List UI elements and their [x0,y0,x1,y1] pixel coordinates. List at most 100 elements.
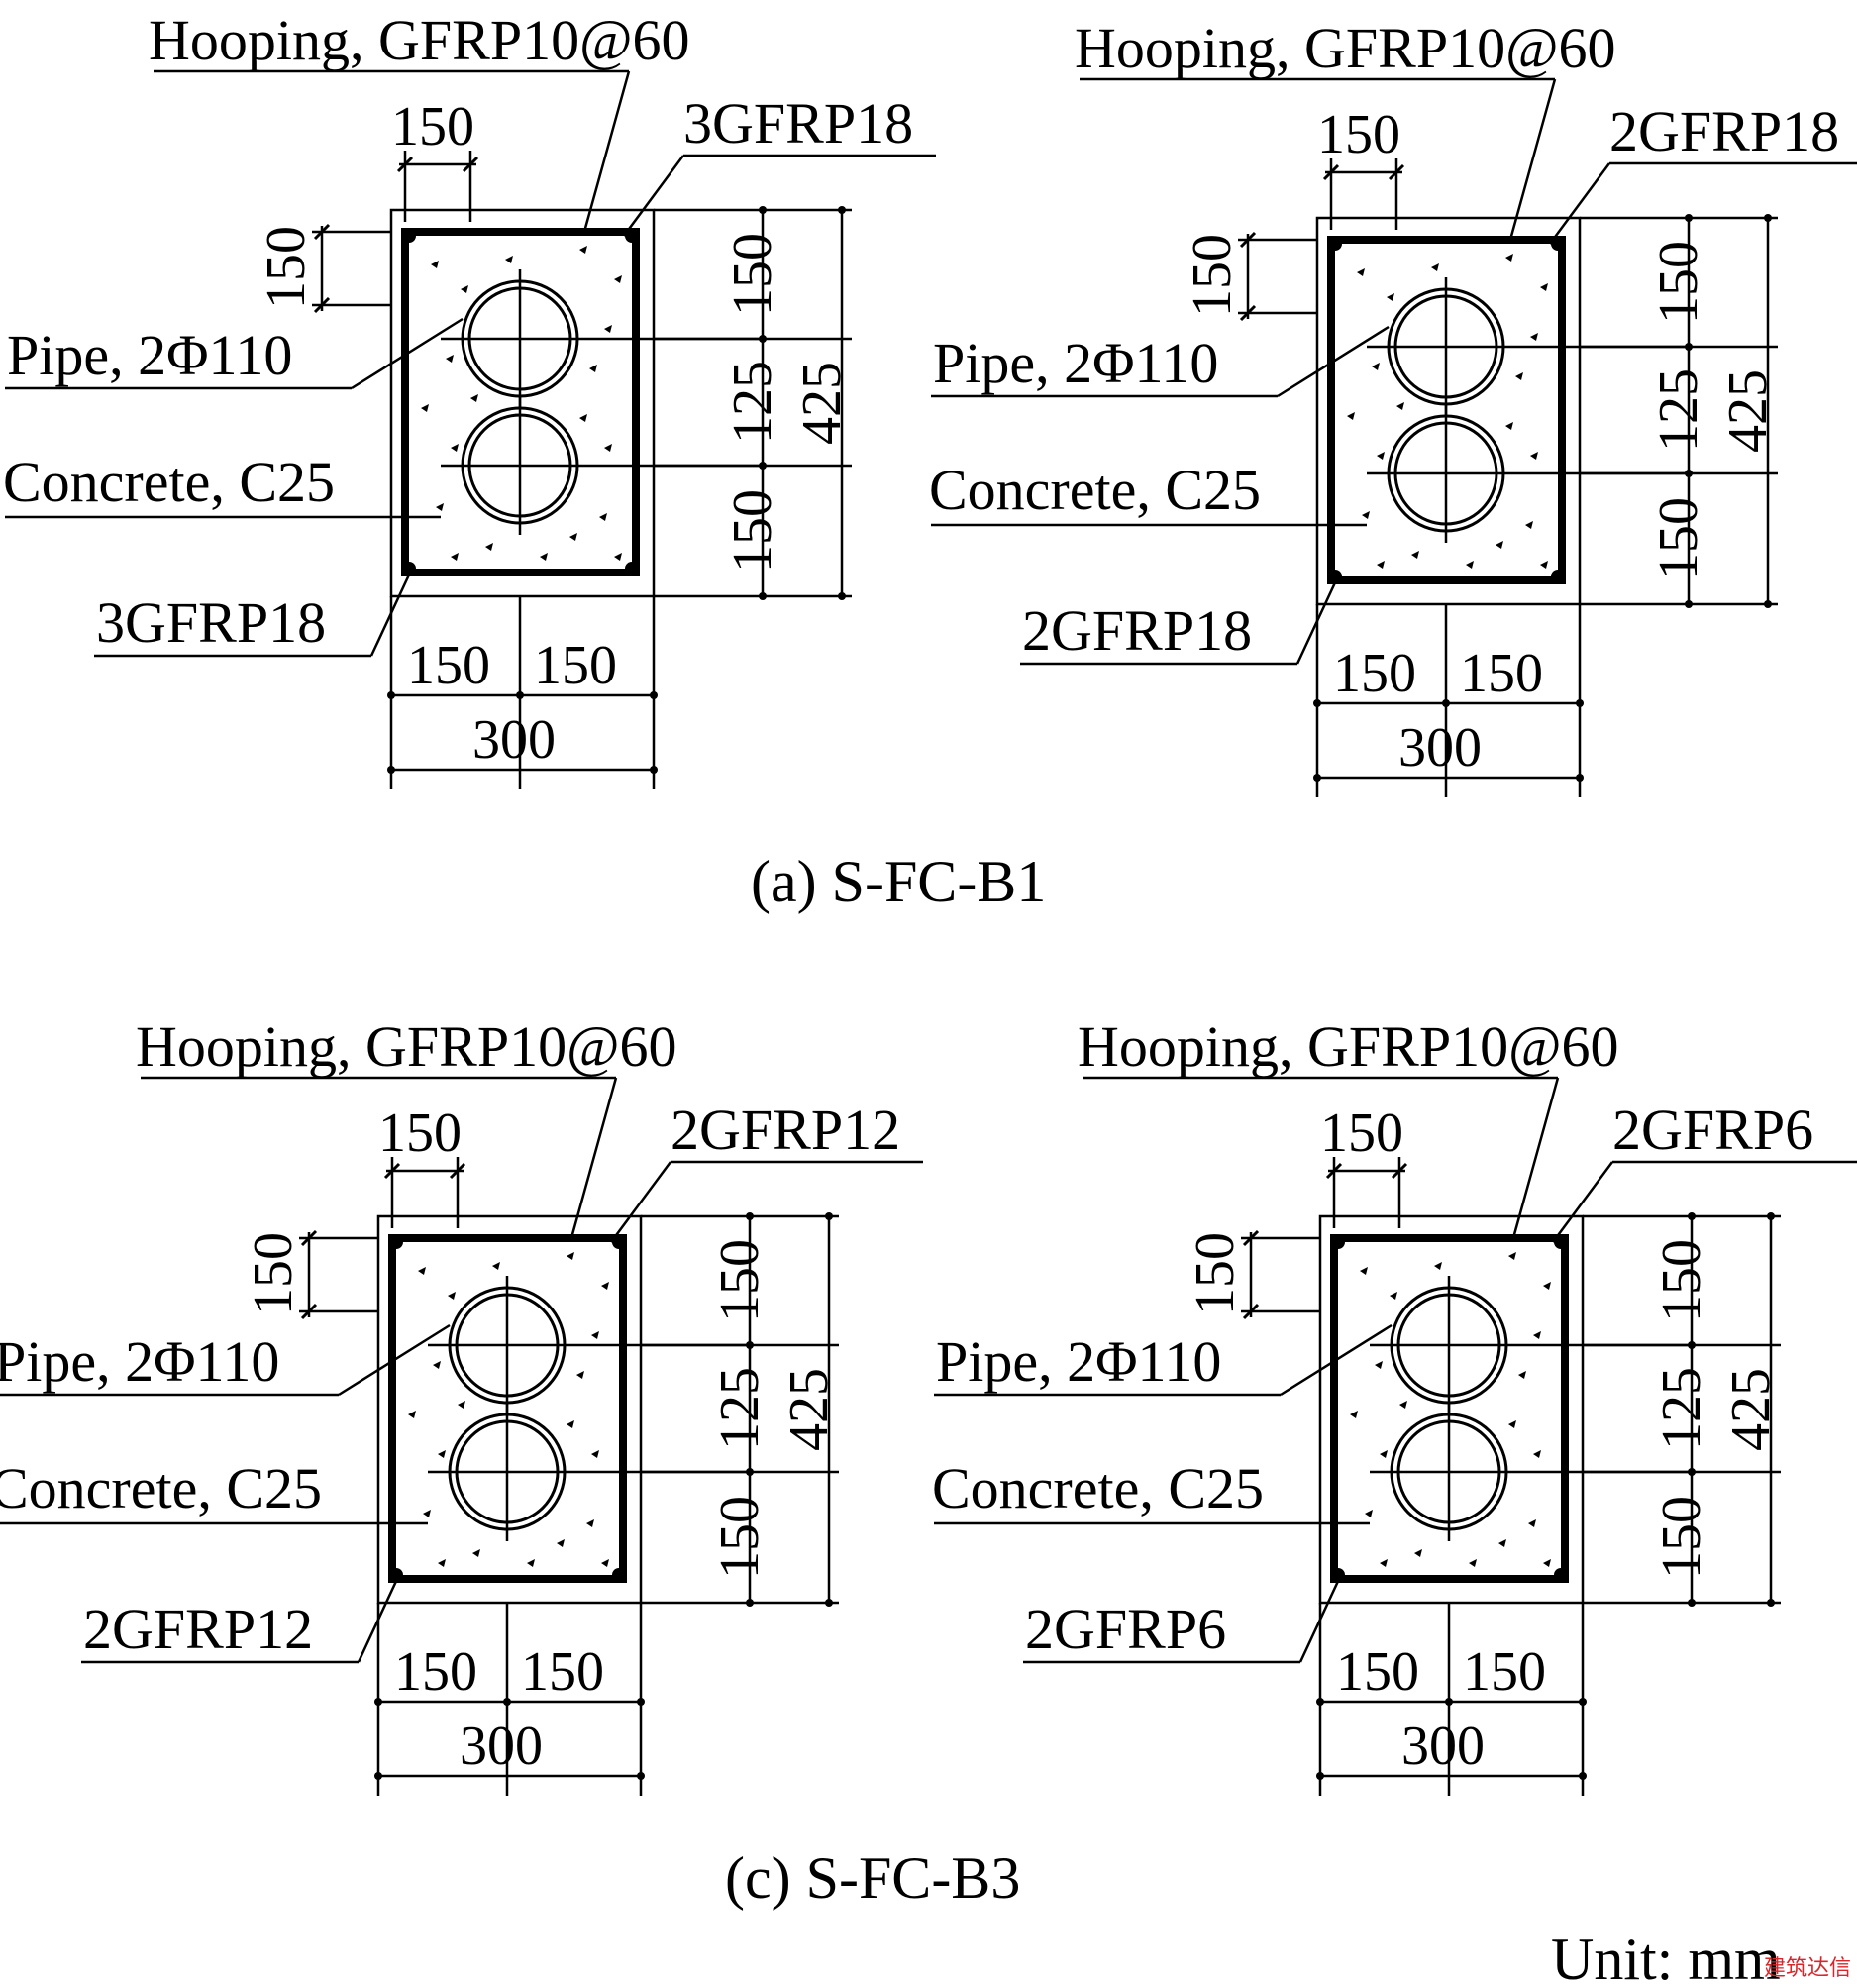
section-outline [1318,1214,1585,1605]
label-top-bars: 2GFRP6 [1612,1098,1813,1162]
dimension-dot [1767,1212,1775,1220]
aggregate-mark [1525,521,1533,529]
leader-pipe-arrow [338,1323,451,1397]
aggregate-mark [458,1401,465,1409]
dimension-dot [1688,1212,1696,1220]
aggregate-mark [436,503,444,511]
dimension-dot [637,1772,645,1780]
aggregate-mark [1375,1361,1383,1369]
aggregate-mark [1540,283,1548,291]
label-top-bars: 2GFRP12 [671,1098,900,1162]
aggregate-mark [601,1559,609,1567]
aggregate-mark [1411,551,1419,559]
aggregate-mark [1533,1331,1541,1339]
dimension-dot [1316,1772,1324,1780]
dim-right-3: 150 [1648,497,1709,580]
longitudinal-bar [612,1568,626,1582]
dimension-dot [1576,699,1584,707]
dim-right-1: 150 [709,1239,771,1322]
dimension-dot [1316,1698,1324,1706]
caption-a: (a) S-FC-B1 [751,849,1046,914]
dimension-tick [313,223,331,241]
aggregate-mark [1365,1510,1373,1517]
leader-top-bars [609,1161,672,1243]
aggregate-mark [579,246,587,254]
aggregate-mark [1390,1292,1397,1300]
dim-bottom-2: 150 [534,635,617,696]
aggregate-mark [1508,1420,1516,1428]
aggregate-mark [1414,1549,1422,1557]
longitudinal-bar [1331,1235,1345,1249]
longitudinal-bar [389,1568,403,1582]
dimension-dot [825,1599,833,1607]
dimension-dot [387,691,395,699]
aggregate-mark [1350,1411,1358,1418]
aggregate-mark [1347,412,1355,420]
dim-total-width: 300 [472,709,556,771]
aggregate-mark [1498,1539,1506,1547]
dimension-dot [503,1698,511,1706]
aggregate-mark [1515,372,1523,380]
dimension-dot [838,592,846,600]
longitudinal-bar [1551,570,1565,583]
aggregate-mark [1540,561,1548,569]
aggregate-mark [461,285,468,293]
dimension-dot [1688,1599,1696,1607]
aggregate-mark [438,1559,446,1567]
dimension-dot [1313,774,1321,782]
aggregate-mark [451,444,459,452]
leader-bottom-bars [369,570,413,657]
dim-right-3: 150 [722,489,783,573]
dim-total-height: 425 [791,362,853,445]
leader-bottom-bars [1295,577,1339,665]
aggregate-mark [1496,541,1503,549]
dim-bottom-1: 150 [394,1641,477,1703]
longitudinal-bar [1551,237,1565,251]
leader-pipe-arrow [351,317,464,390]
leader-top-bars [622,155,685,237]
dim-hoop-spacing-horizontal: 150 [391,96,474,157]
leader-top-bars [1551,1161,1614,1243]
dim-right-3: 150 [709,1496,771,1579]
aggregate-mark [1396,402,1404,410]
dim-hoop-spacing-horizontal: 150 [378,1102,462,1164]
label-concrete: Concrete, C25 [929,458,1261,522]
leader-hooping-arrow [1511,1077,1560,1239]
aggregate-mark [433,1361,441,1369]
dimension-tick [449,1162,466,1180]
dimension-dot [759,592,767,600]
aggregate-mark [418,1267,426,1275]
dim-total-height: 425 [1720,1368,1782,1451]
section-outline [389,208,656,598]
dim-hoop-spacing-horizontal: 150 [1317,104,1400,165]
dimension-dot [516,691,524,699]
aggregate-mark [567,1420,574,1428]
dim-bottom-2: 150 [1460,643,1543,704]
aggregate-mark [1380,1559,1388,1567]
dim-right-2: 125 [709,1367,771,1450]
label-pipe: Pipe, 2Φ110 [7,323,292,387]
dimension-dot [374,1772,382,1780]
hoop-bar [1330,1234,1569,1583]
aggregate-mark [438,1450,446,1458]
dimension-dot [650,691,658,699]
dimension-dot [746,1212,754,1220]
aggregate-mark [557,1539,565,1547]
dimension-tick [1239,231,1257,249]
leader-top-bars [1548,162,1611,245]
hoop-bar [1327,236,1566,584]
dimension-dot [1576,774,1584,782]
dimension-tick [313,296,331,314]
dim-right-1: 150 [722,233,783,316]
label-hooping: Hooping, GFRP10@60 [149,8,690,72]
aggregate-mark [589,365,597,372]
dim-right-1: 150 [1651,1239,1712,1322]
aggregate-mark [1469,1559,1477,1567]
longitudinal-bar [1331,1568,1345,1582]
aggregate-mark [591,1450,599,1458]
aggregate-mark [505,256,513,263]
aggregate-mark [1543,1559,1551,1567]
aggregate-mark [1543,1282,1551,1290]
aggregate-mark [1431,263,1439,271]
